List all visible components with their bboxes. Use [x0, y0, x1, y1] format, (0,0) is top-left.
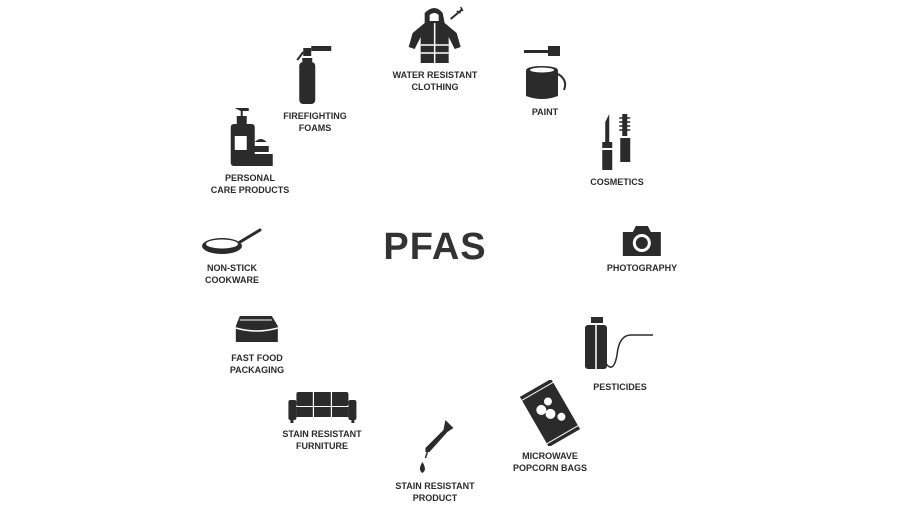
dropper-icon	[419, 420, 453, 473]
label-line2: PACKAGING	[229, 365, 285, 375]
label-line2: PRODUCT	[412, 493, 458, 503]
paint-bucket-icon	[524, 46, 567, 99]
popcorn-bag-icon	[519, 380, 581, 446]
label-line1: WATER RESISTANT	[392, 70, 478, 80]
label-line1: PHOTOGRAPHY	[606, 263, 678, 273]
camera-icon	[623, 226, 661, 256]
label-line1: COSMETICS	[590, 177, 644, 187]
item-microwave-popcorn-bags: MICROWAVE POPCORN BAGS	[513, 380, 587, 474]
item-personal-care-products: PERSONAL CARE PRODUCTS	[210, 106, 290, 196]
label-line1: MICROWAVE	[522, 451, 578, 461]
label-line2: COOKWARE	[205, 275, 259, 285]
label-line1: PAINT	[531, 107, 559, 117]
label-line2: FURNITURE	[295, 441, 348, 451]
item-non-stick-cookware: NON-STICK COOKWARE	[200, 226, 264, 286]
label-line2: CARE PRODUCTS	[210, 185, 290, 195]
label-line1: STAIN RESISTANT	[282, 429, 362, 439]
jacket-icon	[408, 6, 464, 63]
fire-extinguisher-icon	[296, 46, 331, 104]
label-line1: PESTICIDES	[593, 382, 647, 392]
label-line1: PERSONAL	[224, 173, 276, 183]
item-cosmetics: COSMETICS	[590, 112, 644, 188]
item-firefighting-foams: FIREFIGHTING FOAMS	[283, 44, 347, 134]
item-photography: PHOTOGRAPHY	[607, 224, 677, 274]
sofa-icon	[287, 392, 356, 423]
food-box-icon	[235, 316, 279, 342]
label-line2: FOAMS	[298, 123, 332, 133]
label-line1: STAIN RESISTANT	[395, 481, 475, 491]
item-fast-food-packaging: FAST FOOD PACKAGING	[230, 312, 284, 376]
label-line1: NON-STICK	[207, 263, 257, 273]
item-pesticides: PESTICIDES	[583, 315, 657, 393]
label-line2: CLOTHING	[411, 82, 459, 92]
label-line1: FAST FOOD	[231, 353, 283, 363]
item-stain-resistant-product: STAIN RESISTANT PRODUCT	[395, 418, 475, 504]
sprayer-icon	[585, 317, 653, 369]
label-line2: POPCORN BAGS	[512, 463, 588, 473]
diagram-title: PFAS	[383, 226, 487, 268]
item-stain-resistant-furniture: STAIN RESISTANT FURNITURE	[282, 390, 362, 452]
mascara-icon	[601, 114, 630, 170]
item-water-resistant-clothing: WATER RESISTANT CLOTHING	[392, 5, 478, 93]
lotion-bottle-icon	[230, 108, 273, 166]
frying-pan-icon	[202, 228, 262, 254]
label-line1: FIREFIGHTING	[283, 111, 347, 121]
item-paint: PAINT	[520, 44, 570, 118]
